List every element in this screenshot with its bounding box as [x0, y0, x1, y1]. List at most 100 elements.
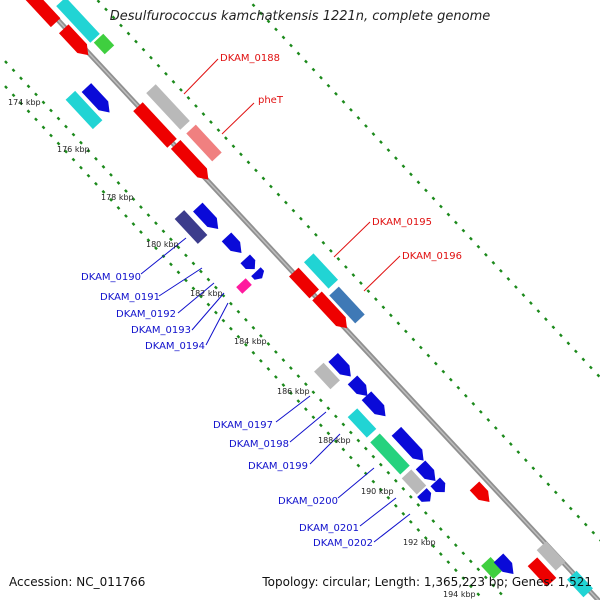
gene-red-dkam-0195[interactable]	[289, 267, 319, 299]
tick-label-182: 182 kbp	[190, 289, 223, 298]
tick-dot-outer-lower	[201, 112, 206, 116]
tick-dot-outer-upper	[64, 124, 68, 129]
gene-blue-dkam-0201[interactable]	[430, 477, 446, 493]
gene-red-top-b[interactable]	[58, 24, 89, 56]
tick-dot-outer-upper	[341, 422, 346, 427]
callout-dkam-0190	[140, 237, 187, 275]
gene-blue-dkam-0198[interactable]	[347, 375, 368, 397]
tick-dot-outer-upper	[124, 189, 128, 193]
tick-dot-outer-upper	[101, 164, 106, 169]
tick-dot-inner-upper	[229, 326, 233, 331]
gene-label-dkam-0198[interactable]: DKAM_0198	[229, 439, 289, 450]
gene-cyan-174[interactable]	[65, 90, 103, 130]
gene-label-dkam-0191[interactable]: DKAM_0191	[100, 292, 160, 303]
gene-label-dkam-0195[interactable]: DKAM_0195	[372, 217, 432, 228]
tick-dot-inner-upper	[169, 262, 173, 267]
tick-dot-lower-right	[356, 116, 361, 120]
tick-dot-outer-lower	[231, 144, 236, 149]
gene-blue-174[interactable]	[81, 83, 110, 113]
tick-dot-outer-lower	[388, 313, 393, 318]
gene-magenta-dkam-0194[interactable]	[236, 278, 252, 294]
gene-blue-dkam-0197[interactable]	[328, 353, 351, 377]
gene-label-phet[interactable]: pheT	[258, 95, 284, 106]
gene-green-top[interactable]	[93, 33, 115, 55]
gene-blue-dkam-0192[interactable]	[221, 232, 242, 254]
tick-dot-outer-lower	[351, 273, 356, 277]
callout-dkam-0192	[177, 282, 215, 314]
tick-dot-outer-upper	[184, 253, 188, 258]
gene-label-dkam-0190[interactable]: DKAM_0190	[81, 272, 141, 283]
tick-dot-outer-lower	[194, 104, 198, 108]
tick-dot-inner-upper	[109, 197, 113, 202]
tick-dot-outer-upper	[333, 414, 338, 419]
gene-blue-dkam-0198b[interactable]	[361, 391, 386, 417]
tick-dot-lower-right	[281, 35, 286, 40]
tick-dot-outer-upper	[109, 172, 113, 177]
tick-dot-inner-upper	[146, 238, 151, 243]
gene-gray-dkam-0201[interactable]	[401, 469, 427, 495]
gene-gray-dkam-0197[interactable]	[314, 362, 340, 390]
callout-dkam-0194	[205, 302, 229, 346]
gene-red-top-a[interactable]	[24, 0, 61, 28]
tick-dot-inner-upper	[154, 246, 158, 251]
gene-label-dkam-0196[interactable]: DKAM_0196	[402, 251, 462, 262]
tick-dot-outer-upper	[296, 374, 301, 379]
gene-steelblue-dkam-0196[interactable]	[329, 286, 365, 324]
tick-dot-outer-lower	[531, 466, 536, 471]
tick-dot-lower-right	[379, 140, 383, 145]
tick-dot-lower-right	[274, 27, 278, 32]
tick-dot-outer-upper	[483, 575, 488, 580]
gene-green-dkam-0200[interactable]	[370, 433, 410, 475]
gene-blue-dkam-0191[interactable]	[193, 202, 219, 229]
gene-blue-bottom[interactable]	[493, 553, 514, 575]
callout-dkam-0195	[333, 221, 371, 258]
gene-label-dkam-0202[interactable]: DKAM_0202	[313, 538, 373, 549]
gene-cyan-dkam-0199[interactable]	[347, 408, 377, 438]
gene-green-bottom[interactable]	[481, 556, 503, 580]
gene-label-dkam-0201[interactable]: DKAM_0201	[299, 523, 359, 534]
tick-dot-inner-upper	[393, 503, 398, 508]
gene-blue-dkam-0193[interactable]	[240, 254, 256, 270]
gene-red-dkam-0188[interactable]	[133, 102, 177, 148]
tick-dot-lower-right	[304, 59, 308, 64]
gene-label-dkam-0188[interactable]: DKAM_0188	[220, 53, 280, 64]
tick-dot-inner-upper	[416, 528, 421, 532]
gene-cyan-top[interactable]	[56, 0, 100, 43]
gene-blue-dkam-0199[interactable]	[391, 426, 424, 461]
tick-label-188: 188 kbp	[318, 436, 351, 445]
gene-cyan-bottom[interactable]	[567, 570, 593, 598]
gene-red-right[interactable]	[469, 481, 490, 503]
gene-label-dkam-0192[interactable]: DKAM_0192	[116, 309, 176, 320]
tick-dot-lower-right	[476, 244, 481, 249]
callout-dkam-0202	[373, 513, 411, 543]
gene-red-dkam-0196[interactable]	[312, 291, 347, 329]
tick-dot-outer-upper	[71, 132, 76, 137]
gene-blue-dkam-0200[interactable]	[415, 460, 436, 482]
gene-gray-dkam-0188[interactable]	[146, 84, 190, 130]
tick-dot-inner-upper	[116, 206, 121, 210]
tick-dot-lower-right	[454, 220, 458, 225]
tick-dot-outer-upper	[311, 390, 316, 395]
tick-dot-outer-upper	[199, 269, 203, 274]
tick-dot-outer-lower	[126, 31, 131, 36]
gene-cyan-dkam-0195[interactable]	[303, 253, 339, 289]
gene-label-dkam-0200[interactable]: DKAM_0200	[278, 496, 338, 507]
tick-dot-lower-right	[596, 373, 600, 378]
gene-pink-phet[interactable]	[186, 124, 222, 162]
tick-dot-outer-upper	[348, 430, 353, 435]
gene-red-bottom[interactable]	[527, 557, 557, 587]
gene-labels: DKAM_0188 pheT DKAM_0195 DKAM_0196 DKAM_…	[81, 53, 462, 549]
tick-dot-inner-upper	[468, 584, 473, 589]
gene-navy-dkam-0190[interactable]	[174, 210, 208, 244]
tick-dot-inner-upper	[326, 431, 331, 436]
gene-label-dkam-0193[interactable]: DKAM_0193	[131, 325, 191, 336]
gene-gray-bottom[interactable]	[536, 541, 566, 571]
tick-dot-outer-upper	[431, 519, 436, 523]
gene-label-dkam-0199[interactable]: DKAM_0199	[248, 461, 308, 472]
gene-label-dkam-0197[interactable]: DKAM_0197	[213, 420, 273, 431]
gene-blue-dkam-0202[interactable]	[417, 488, 432, 502]
gene-label-dkam-0194[interactable]: DKAM_0194	[145, 341, 205, 352]
gene-blue-dkam-0193b[interactable]	[251, 267, 265, 280]
gene-red-phet[interactable]	[170, 140, 209, 180]
